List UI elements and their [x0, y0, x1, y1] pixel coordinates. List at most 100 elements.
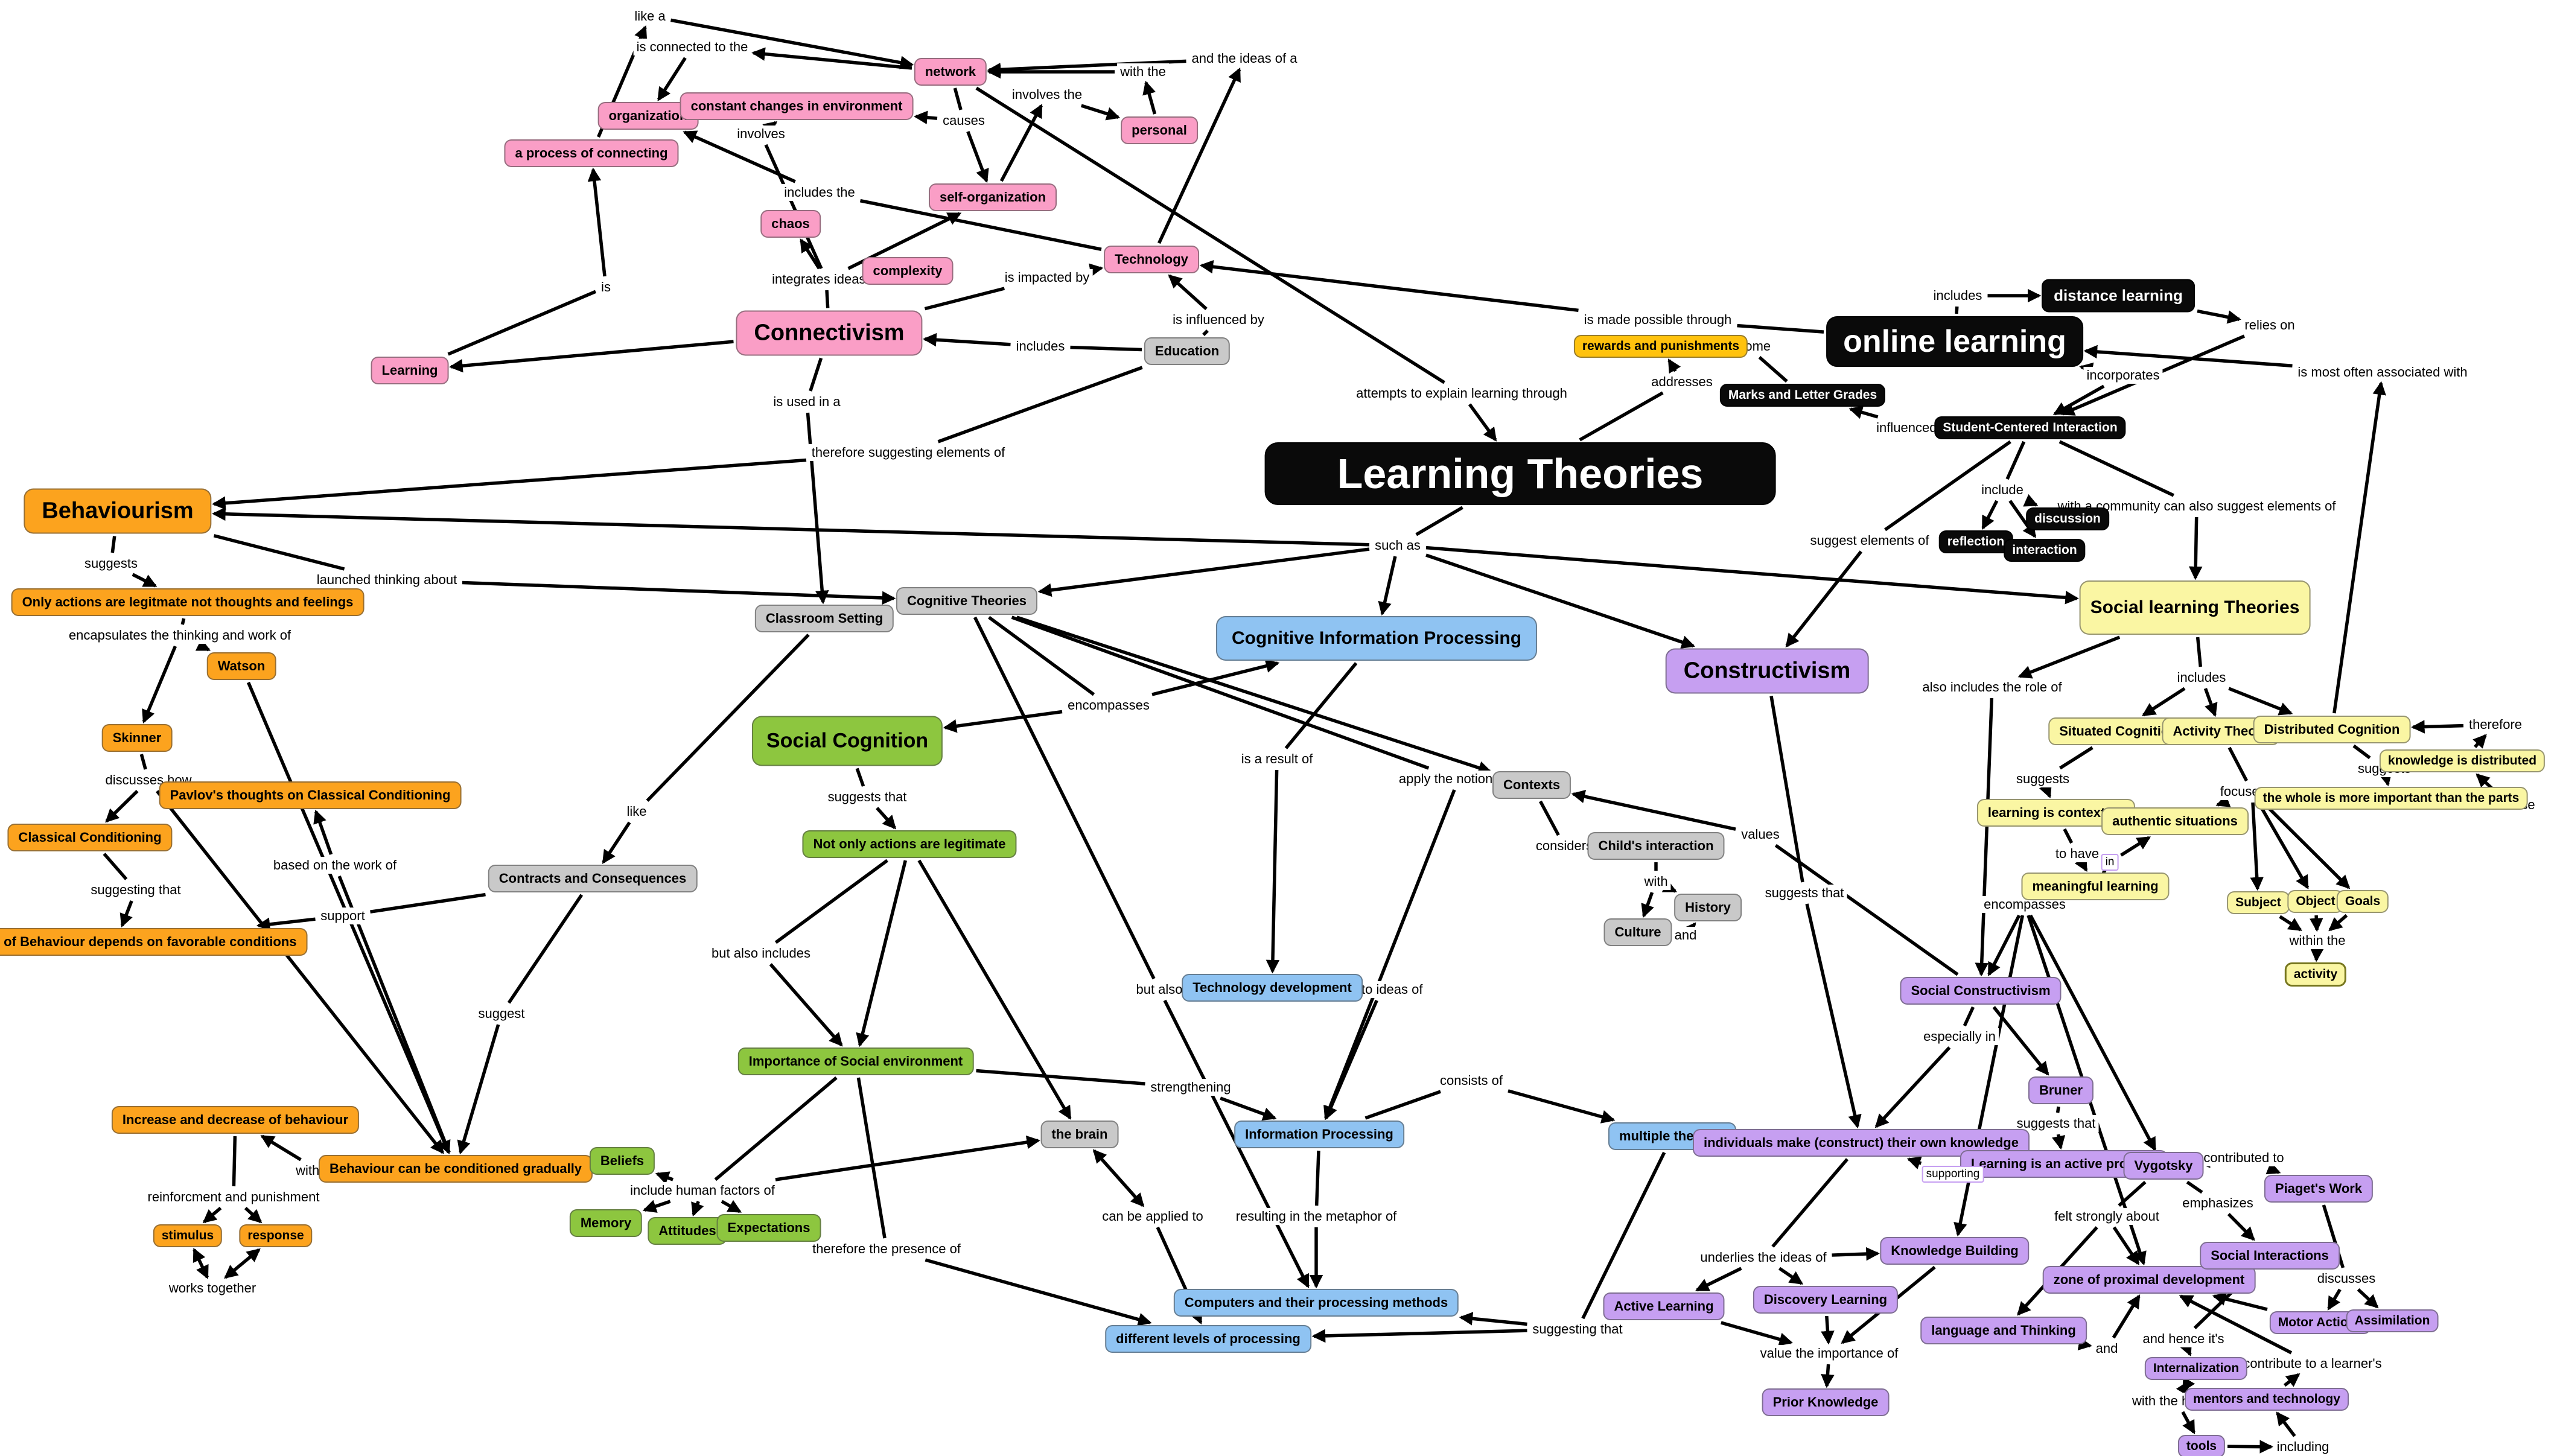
node-his[interactable]: History: [1674, 894, 1742, 921]
node-per[interactable]: personal: [1121, 116, 1198, 144]
node-slt[interactable]: Social learning Theories: [2079, 580, 2311, 635]
node-ise[interactable]: Importance of Social environment: [737, 1047, 974, 1075]
node-inter[interactable]: interaction: [2004, 539, 2086, 562]
edge-label-L_dischow: discusses how: [102, 772, 195, 789]
node-net[interactable]: network: [914, 58, 987, 86]
node-cc[interactable]: Classical Conditioning: [7, 824, 173, 851]
node-cs[interactable]: Classroom Setting: [754, 605, 894, 632]
node-bru[interactable]: Bruner: [2028, 1076, 2094, 1104]
edge-cons-L_sugthat5: [1769, 696, 1804, 883]
edge-label-L_hence: and hence it's: [2139, 1330, 2227, 1347]
node-mem[interactable]: Memory: [569, 1209, 643, 1237]
node-rp[interactable]: rewards and punishments: [1573, 335, 1748, 358]
node-beh[interactable]: Behaviourism: [24, 488, 212, 534]
node-whole[interactable]: the whole is more important than the par…: [2254, 787, 2528, 810]
node-as[interactable]: authentic situations: [2101, 807, 2249, 835]
edge-label-L_includes2: includes: [1930, 287, 1985, 304]
node-noa[interactable]: Not only actions are legitimate: [802, 830, 1017, 858]
node-cce[interactable]: constant changes in environment: [680, 92, 914, 120]
edge-ct-L_enc1: [988, 615, 1095, 696]
node-kb[interactable]: Knowledge Building: [1880, 1237, 2030, 1265]
node-rep[interactable]: Repetition of Behaviour depends on favor…: [0, 928, 308, 956]
node-cac[interactable]: Contracts and Consequences: [488, 865, 698, 892]
edge-label-L_underlies: underlies the ideas of: [1697, 1249, 1830, 1266]
node-sub[interactable]: Subject: [2227, 891, 2290, 914]
node-kid[interactable]: knowledge is distributed: [2379, 749, 2546, 772]
node-ip[interactable]: Information Processing: [1234, 1121, 1404, 1148]
node-al[interactable]: Active Learning: [1603, 1292, 1725, 1320]
node-tech[interactable]: Technology: [1104, 246, 1199, 273]
edge-L_inflby-mlg: [1848, 405, 1879, 419]
node-obj[interactable]: Object: [2287, 890, 2344, 913]
edge-L_include3-refl: [1981, 500, 1999, 530]
edge-obj-L_within: [2310, 915, 2323, 932]
edge-L_enc1-cip: [1151, 659, 1280, 696]
node-dc[interactable]: Distributed Cognition: [2253, 716, 2411, 743]
node-lat[interactable]: language and Thinking: [1920, 1317, 2087, 1344]
node-scon[interactable]: Social Constructivism: [1900, 977, 2062, 1005]
node-tools[interactable]: tools: [2177, 1435, 2226, 1456]
node-L_in[interactable]: in: [2101, 854, 2119, 871]
node-dl[interactable]: distance learning: [2042, 279, 2195, 313]
node-ml[interactable]: meaningful learning: [2021, 873, 2170, 900]
node-att[interactable]: Attitudes: [648, 1217, 727, 1245]
edge-L_enc2-kb: [1953, 915, 2025, 1237]
node-conn[interactable]: Connectivism: [736, 310, 923, 356]
node-cul[interactable]: Culture: [1603, 918, 1672, 946]
node-goa[interactable]: Goals: [2336, 890, 2389, 913]
node-dle[interactable]: Discovery Learning: [1753, 1286, 1899, 1314]
node-apc[interactable]: a process of connecting: [504, 139, 679, 167]
node-sc[interactable]: Social Cognition: [751, 716, 943, 766]
edge-L_discusses-ma: [2327, 1288, 2342, 1311]
node-disc[interactable]: discussion: [2026, 507, 2109, 530]
node-oal[interactable]: Only actions are legitmate not thoughts …: [11, 588, 365, 616]
node-selforg[interactable]: self-organization: [928, 183, 1057, 211]
edge-label-L_withthe1: with the: [1117, 63, 1169, 80]
node-lt[interactable]: Learning Theories: [1264, 442, 1776, 505]
node-ctx[interactable]: Contexts: [1492, 771, 1571, 799]
node-mlg[interactable]: Marks and Letter Grades: [1719, 384, 1886, 407]
edge-sub-L_within: [2279, 915, 2302, 932]
node-zpd[interactable]: zone of proximal development: [2042, 1266, 2256, 1294]
edge-L_launched-ct: [462, 580, 896, 605]
node-mat[interactable]: mentors and technology: [2185, 1388, 2349, 1411]
node-cplx[interactable]: complexity: [862, 257, 954, 285]
node-intz[interactable]: Internalization: [2144, 1357, 2248, 1380]
node-dlp[interactable]: different levels of processing: [1105, 1325, 1311, 1353]
node-cip[interactable]: Cognitive Information Processing: [1215, 616, 1538, 661]
node-brain[interactable]: the brain: [1040, 1121, 1119, 1148]
node-exp[interactable]: Expectations: [716, 1214, 821, 1242]
node-bel[interactable]: Beliefs: [589, 1147, 655, 1175]
edge-lic-L_tohave: [2063, 828, 2074, 844]
node-ol[interactable]: online learning: [1826, 316, 2083, 367]
node-ci[interactable]: Child's interaction: [1587, 832, 1725, 860]
node-edu[interactable]: Education: [1144, 337, 1231, 365]
node-sti[interactable]: stimulus: [153, 1224, 223, 1247]
node-cpm[interactable]: Computers and their processing methods: [1173, 1289, 1459, 1317]
node-refl[interactable]: reflection: [1938, 530, 2013, 553]
node-ski[interactable]: Skinner: [101, 724, 173, 752]
node-chaos[interactable]: chaos: [760, 210, 821, 238]
node-pav[interactable]: Pavlov's thoughts on Classical Condition…: [159, 781, 462, 809]
node-ct[interactable]: Cognitive Theories: [896, 587, 1038, 615]
node-pk[interactable]: Prior Knowledge: [1762, 1388, 1890, 1416]
node-sci[interactable]: Student-Centered Interaction: [1934, 416, 2126, 439]
node-act[interactable]: activity: [2284, 962, 2347, 987]
edge-ol-L_made: [1737, 323, 1824, 334]
node-lrn[interactable]: Learning: [371, 357, 449, 384]
node-res[interactable]: response: [239, 1224, 313, 1247]
node-bcg[interactable]: Behaviour can be conditioned gradually: [318, 1155, 593, 1183]
node-wat[interactable]: Watson: [206, 652, 276, 680]
node-inc[interactable]: Increase and decrease of behaviour: [111, 1106, 360, 1134]
node-asm[interactable]: Assimilation: [2346, 1309, 2439, 1332]
edge-ctx-L_considers: [1539, 800, 1560, 836]
node-L_supporting[interactable]: supporting: [1922, 1166, 1984, 1183]
node-cons[interactable]: Constructivism: [1665, 648, 1869, 694]
edge-ma-zpd: [2212, 1292, 2268, 1311]
node-td[interactable]: Technology development: [1182, 974, 1363, 1002]
edge-label-L_reinf: reinforcment and punishment: [144, 1189, 323, 1206]
node-vyg[interactable]: Vygotsky: [2123, 1152, 2204, 1180]
node-pw[interactable]: Piaget's Work: [2264, 1175, 2374, 1203]
node-si[interactable]: Social Interactions: [2200, 1242, 2340, 1270]
edge-L_impacted-tech: [1089, 263, 1104, 277]
